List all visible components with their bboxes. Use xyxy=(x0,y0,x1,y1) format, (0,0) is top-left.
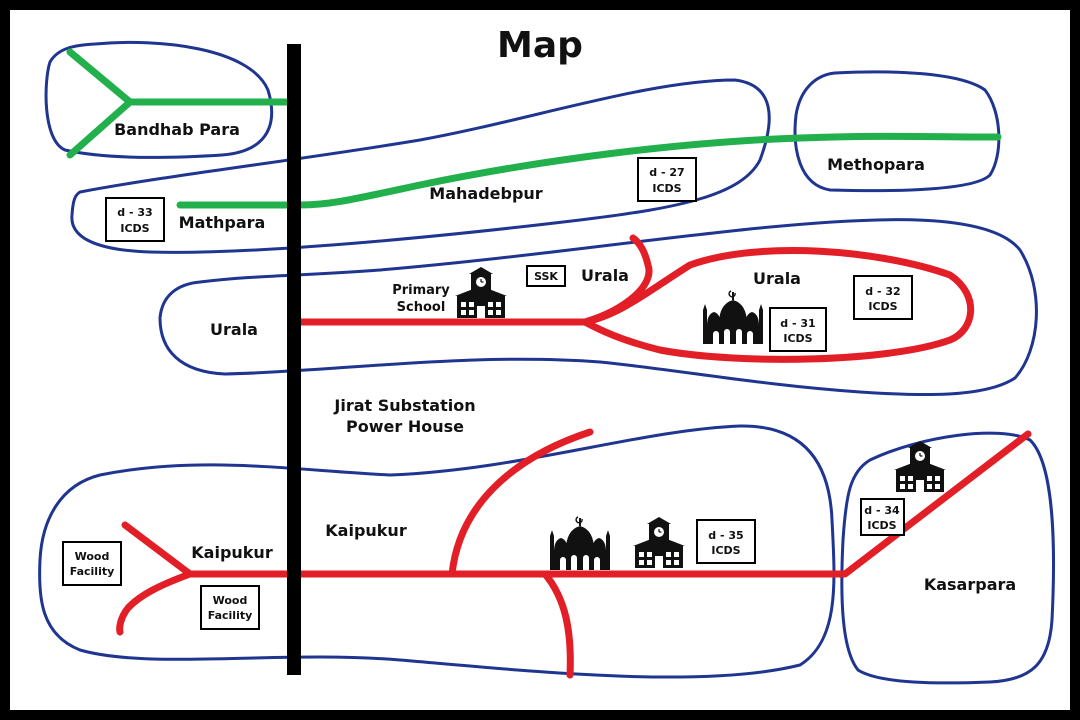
icds-35-line1: d - 35 xyxy=(708,529,743,542)
urala-boundary xyxy=(158,218,1038,397)
ssk-label: SSK xyxy=(534,270,558,283)
red-road-urala xyxy=(296,247,975,363)
kaipukur-mid-label: Kaipukur xyxy=(325,521,407,540)
icds-33-box: d - 33 ICDS xyxy=(105,197,165,242)
icds-31-box: d - 31 ICDS xyxy=(769,307,827,352)
substation-line1: Jirat Substation xyxy=(333,396,475,415)
methopara-boundary xyxy=(793,70,1001,193)
icds-32-line1: d - 32 xyxy=(865,285,900,298)
icds-33-line1: d - 33 xyxy=(117,206,152,219)
bandhab-para-label: Bandhab Para xyxy=(114,120,240,139)
ssk-box: SSK xyxy=(526,265,566,287)
urala-mid-label: Urala xyxy=(581,266,629,285)
icds-33-line2: ICDS xyxy=(120,222,149,235)
mahadebpur-mathpara-boundary xyxy=(70,78,771,254)
primary-school-line1: Primary xyxy=(392,283,450,298)
substation-line2: Power House xyxy=(346,417,464,436)
icds-32-box: d - 32 ICDS xyxy=(853,275,913,320)
icds-32-line2: ICDS xyxy=(868,300,897,313)
bandhab-para-boundary xyxy=(44,40,274,159)
wood-facility-south-box: Wood Facility xyxy=(200,585,260,630)
red-road-kaipukur-fork xyxy=(116,521,194,636)
wood-west-line1: Wood xyxy=(75,550,110,563)
green-road-bandhab xyxy=(66,48,294,159)
red-road-kaipukur-south xyxy=(541,570,574,679)
mahadebpur-label: Mahadebpur xyxy=(429,184,543,203)
kaipukur-boundary xyxy=(38,424,836,679)
wood-facility-west-box: Wood Facility xyxy=(62,541,122,586)
icds-27-box: d - 27 ICDS xyxy=(637,157,697,202)
icds-34-box: d - 34 ICDS xyxy=(860,498,905,536)
icds-27-line1: d - 27 xyxy=(649,166,684,179)
wood-west-line2: Facility xyxy=(70,565,115,578)
kasarpara-label: Kasarpara xyxy=(924,575,1016,594)
icds-34-line2: ICDS xyxy=(867,519,896,532)
icds-35-box: d - 35 ICDS xyxy=(696,519,756,564)
urala-west-label: Urala xyxy=(210,320,258,339)
red-road-urala-spur xyxy=(581,234,653,326)
primary-school-line2: School xyxy=(397,300,446,315)
main-road xyxy=(287,44,301,675)
wood-south-line2: Facility xyxy=(208,609,253,622)
map-title: Map xyxy=(497,25,583,66)
icds-27-line2: ICDS xyxy=(652,182,681,195)
kaipukur-west-label: Kaipukur xyxy=(191,543,273,562)
icds-34-line1: d - 34 xyxy=(864,504,900,517)
green-road-main xyxy=(176,132,1002,209)
icds-31-line2: ICDS xyxy=(783,332,812,345)
red-road-kaipukur-north xyxy=(448,428,594,578)
wood-south-line1: Wood xyxy=(213,594,248,607)
methopara-label: Methopara xyxy=(827,155,925,174)
icds-35-line2: ICDS xyxy=(711,544,740,557)
urala-east-label: Urala xyxy=(753,269,801,288)
mathpara-label: Mathpara xyxy=(179,213,266,232)
icds-31-line1: d - 31 xyxy=(780,317,815,330)
red-road-kaipukur xyxy=(186,430,1032,578)
